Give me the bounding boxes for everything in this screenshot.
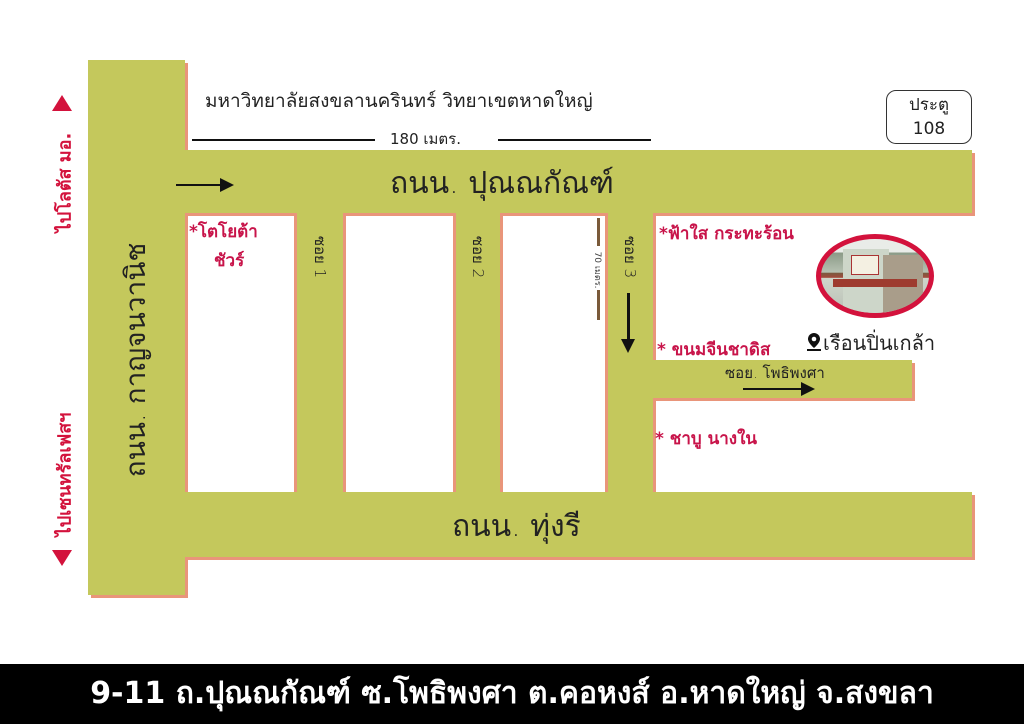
- road-label-soi-2: ซอย 2: [469, 235, 487, 279]
- road-thungree: [185, 492, 972, 557]
- destination-name: เรือนปิ่นเกล้า: [823, 331, 936, 355]
- distance-line-right: [498, 139, 651, 141]
- triangle-down-icon: [52, 550, 72, 566]
- destination-photo: [816, 234, 934, 318]
- road-soi-2: [456, 213, 500, 492]
- direction-lotus: ไปโลตัส มอ.: [54, 132, 76, 233]
- distance-soi3-label: 70 เมตร.: [592, 251, 602, 289]
- gate-label: ประตู: [908, 95, 950, 115]
- arrow-right-icon: [743, 382, 815, 396]
- triangle-up-icon: [52, 95, 72, 111]
- landmark-shabu: * ชาบู นางใน: [655, 429, 757, 449]
- landmark-toyota: *โตโยต้า: [189, 222, 258, 242]
- map-pin-icon: [807, 333, 821, 351]
- photo-sign: [851, 255, 879, 275]
- arrow-right-icon: [176, 178, 234, 192]
- road-punnakan: [185, 150, 972, 213]
- landmark-fahsai: *ฟ้าใส กระทะร้อน: [659, 224, 794, 244]
- gate-number: 108: [912, 119, 946, 139]
- gate-108-sign: ประตู 108: [886, 90, 972, 144]
- road-label-thungree: ถนน. ทุ่งรี: [452, 509, 581, 544]
- road-soi-phophongsa: [653, 360, 912, 398]
- distance-marker-top: [597, 218, 600, 246]
- road-label-kanjanavanich: ถนน. กาญจนวานิช: [119, 242, 152, 478]
- destination-label: เรือนปิ่นเกล้า: [805, 327, 935, 359]
- photo-roof: [833, 279, 917, 287]
- road-label-soi-1: ซอย 1: [311, 235, 329, 279]
- road-label-soi-3: ซอย 3: [621, 235, 639, 279]
- distance-line-left: [192, 139, 375, 141]
- landmark-toyota-line2: ชัวร์: [214, 251, 245, 271]
- arrow-down-icon: [621, 293, 635, 353]
- road-label-punnakan: ถนน. ปุณณกัณฑ์: [390, 166, 614, 201]
- direction-central: ไปเซนทรัลเฟสฯ: [54, 412, 76, 537]
- address-footer: 9-11 ถ.ปุณณกัณฑ์ ซ.โพธิพงศา ต.คอหงส์ อ.ห…: [0, 664, 1024, 724]
- university-label: มหาวิทยาลัยสงขลานครินทร์ วิทยาเขตหาดใหญ่: [205, 90, 593, 112]
- distance-top-label: 180 เมตร.: [390, 130, 461, 148]
- landmark-khanomjeen: * ขนมจีนชาดิส: [657, 340, 771, 360]
- road-soi-1: [297, 213, 343, 492]
- road-kanjanavanich: [88, 60, 185, 595]
- road-label-soi-phophongsa: ซอย. โพธิพงศา: [725, 364, 825, 382]
- distance-marker-bottom: [597, 290, 600, 320]
